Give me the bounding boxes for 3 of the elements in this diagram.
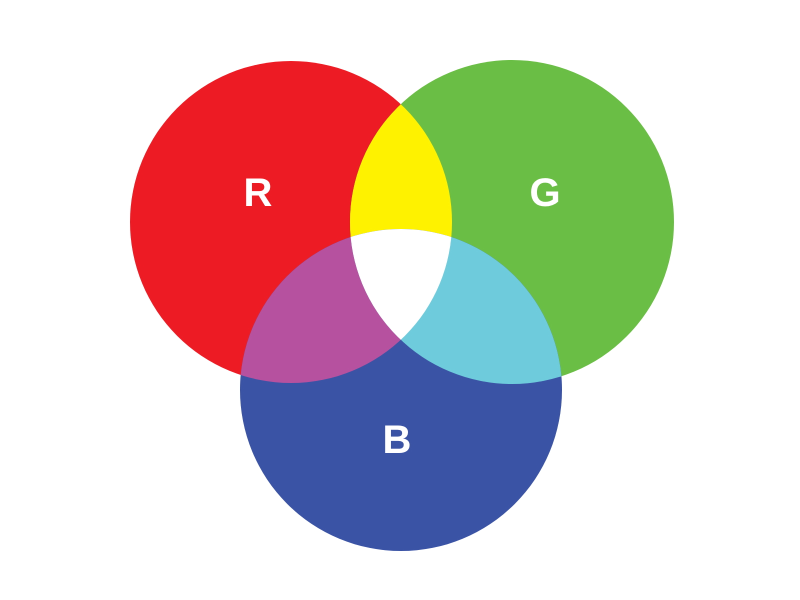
channel-letter: B [382,420,412,460]
channel-letter: R [244,173,272,213]
channel-letter: G [529,173,561,213]
